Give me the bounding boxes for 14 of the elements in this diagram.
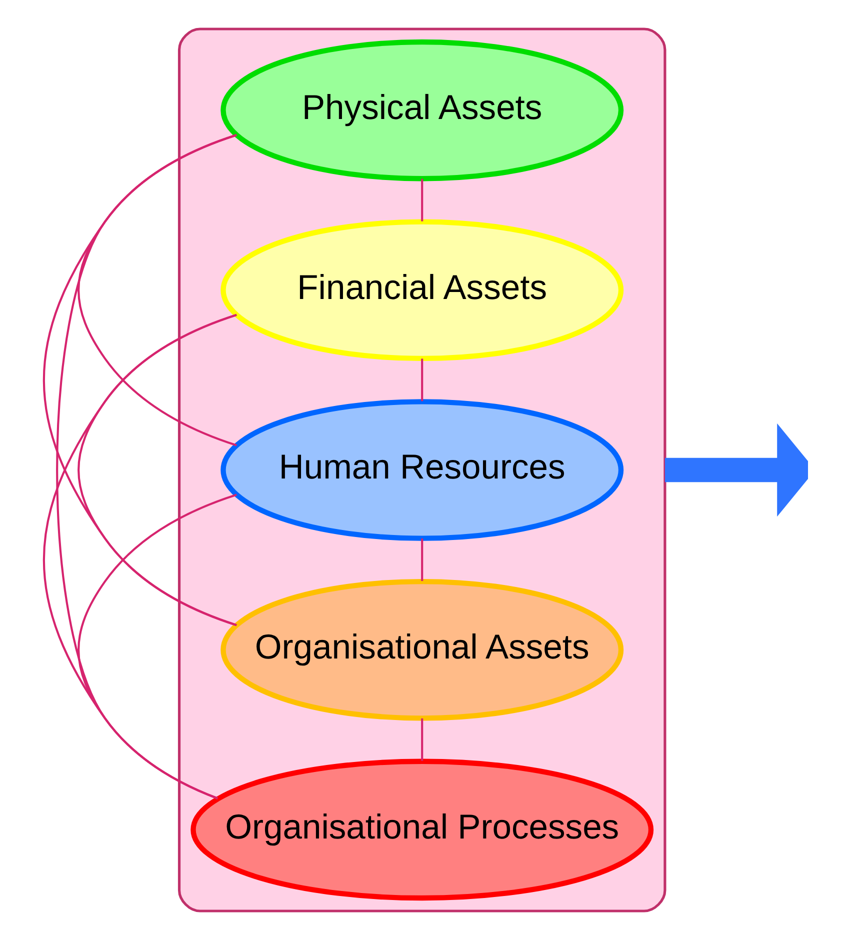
node-ellipse: Physical Assets [220, 39, 624, 182]
node-ellipse: Organisational Processes [190, 758, 654, 901]
arrow [664, 423, 808, 517]
connector [42, 314, 237, 800]
cluster [178, 28, 666, 912]
connector [56, 134, 237, 800]
connector [78, 494, 237, 800]
node-ellipse: Financial Assets [220, 219, 624, 362]
connector [421, 718, 424, 761]
connector [421, 358, 424, 402]
connector [421, 178, 424, 222]
node-ellipse: Human Resources [220, 399, 624, 541]
node-ellipse: Organisational Assets [220, 578, 624, 721]
connector [421, 538, 424, 581]
